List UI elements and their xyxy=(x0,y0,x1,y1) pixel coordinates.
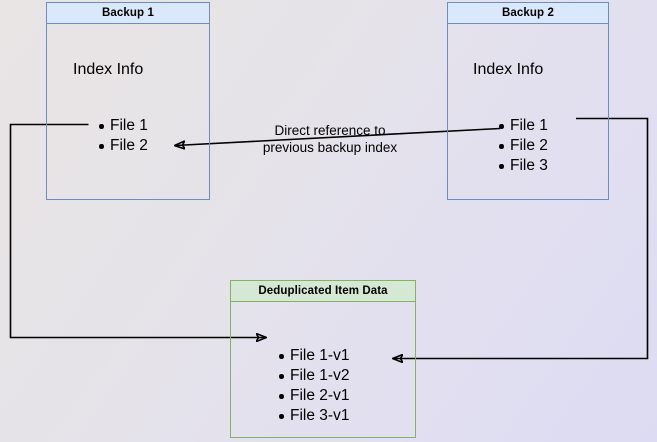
backup-2-body: Index Info File 1 File 2 File 3 xyxy=(448,24,608,199)
list-item[interactable]: File 2 xyxy=(99,137,148,154)
backup-2-index-label: Index Info xyxy=(473,61,544,78)
deduplicated-item-data-body: File 1-v1 File 1-v2 File 2-v1 File 3-v1 xyxy=(231,302,415,437)
list-item[interactable]: File 2 xyxy=(499,137,548,154)
deduplicated-item-data-box[interactable]: Deduplicated Item Data File 1-v1 File 1-… xyxy=(230,280,416,438)
backup-1-header: Backup 1 xyxy=(47,3,209,24)
backup-2-file-list: File 1 File 2 File 3 xyxy=(494,116,548,176)
list-item[interactable]: File 3 xyxy=(499,157,548,174)
backup-1-file-list: File 1 File 2 xyxy=(94,116,148,156)
backup-2-box[interactable]: Backup 2 Index Info File 1 File 2 File 3 xyxy=(447,2,609,200)
backup-1-body: Index Info File 1 File 2 xyxy=(47,24,209,199)
list-item[interactable]: File 3-v1 xyxy=(278,407,350,424)
list-item[interactable]: File 1-v2 xyxy=(278,367,350,384)
list-item[interactable]: File 1-v1 xyxy=(278,347,350,364)
list-item[interactable]: File 1 xyxy=(499,117,548,134)
list-item[interactable]: File 2-v1 xyxy=(278,387,350,404)
deduplicated-item-data-header: Deduplicated Item Data xyxy=(231,281,415,302)
list-item[interactable]: File 1 xyxy=(99,117,148,134)
direct-reference-caption: Direct reference to previous backup inde… xyxy=(262,123,398,155)
backup-1-index-label: Index Info xyxy=(73,61,144,78)
backup-2-header: Backup 2 xyxy=(448,3,608,24)
dedup-file-list: File 1-v1 File 1-v2 File 2-v1 File 3-v1 xyxy=(274,346,349,426)
backup-1-box[interactable]: Backup 1 Index Info File 1 File 2 xyxy=(46,2,210,200)
